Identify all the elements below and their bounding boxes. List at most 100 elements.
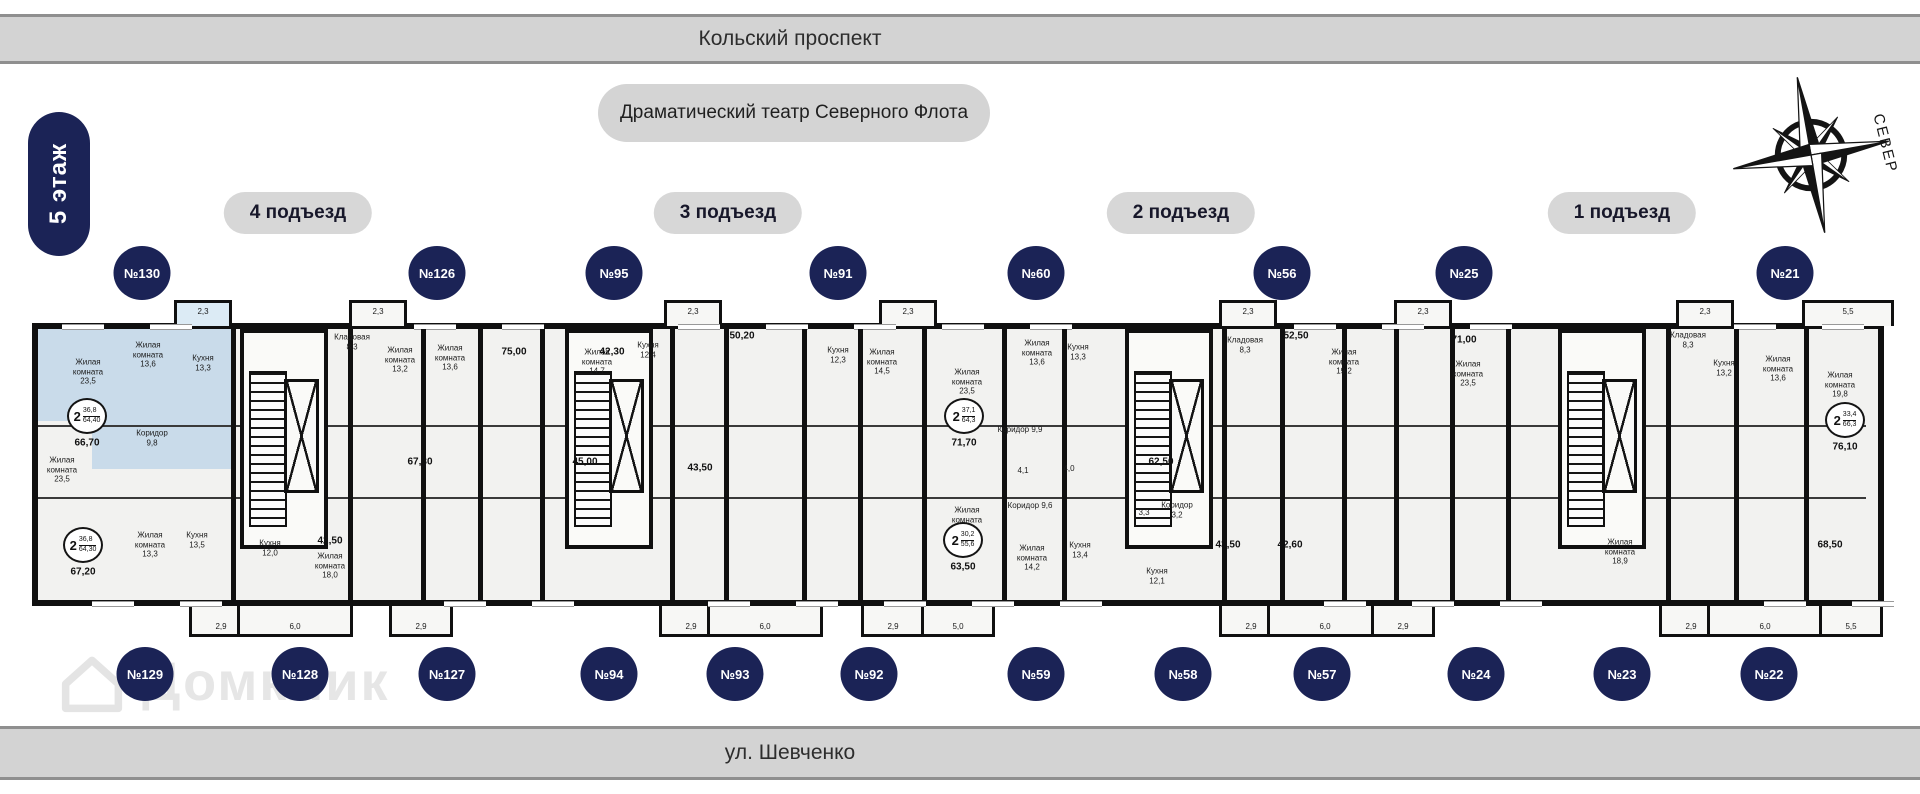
interior-wall <box>421 329 426 600</box>
interior-wall <box>670 329 675 600</box>
balcony-bottom: 6,0 <box>707 606 823 637</box>
elevator-shaft <box>284 379 319 493</box>
room-label: Жилая комната 13,2 <box>384 345 416 374</box>
apartment-badge-bottom[interactable]: №94 <box>580 647 638 701</box>
interior-wall <box>1506 329 1511 600</box>
interior-wall <box>1734 329 1739 600</box>
unit-rooms-count: 2 <box>1833 412 1841 428</box>
dimension-label: 5,0 <box>952 622 964 631</box>
corridor-wall-lower <box>38 497 1866 499</box>
street-name-top: Кольский проспект <box>698 27 882 50</box>
window-bottom <box>796 601 838 607</box>
apartment-total-area: 42,50 <box>317 535 343 547</box>
stair-core-1 <box>1558 329 1646 549</box>
interior-wall <box>1280 329 1285 600</box>
dimension-label: 2,9 <box>887 622 899 631</box>
apartment-badge-top[interactable]: №95 <box>585 246 643 300</box>
window-top <box>1470 324 1512 330</box>
dimension-label: 5,5 <box>1842 307 1854 316</box>
street-bar-bottom: ул. Шевченко <box>0 726 1920 780</box>
room-label: Жилая комната 23,5 <box>46 455 78 484</box>
window-bottom <box>444 601 486 607</box>
apartment-badge-top[interactable]: №25 <box>1435 246 1493 300</box>
dimension-label: 2,9 <box>1685 622 1697 631</box>
apartment-badge-bottom[interactable]: №57 <box>1293 647 1351 701</box>
dimension-label: 6,0 <box>1319 622 1331 631</box>
window-top <box>1294 324 1336 330</box>
apartment-badge-top[interactable]: №21 <box>1756 246 1814 300</box>
room-label: Кухня 13,3 <box>192 353 214 372</box>
unit-total-area: 71,70 <box>951 437 977 449</box>
balcony-bottom: 6,0 <box>1267 606 1383 637</box>
apartment-badge-bottom[interactable]: №58 <box>1154 647 1212 701</box>
window-bottom <box>1412 601 1454 607</box>
room-label: Жилая комната 13,3 <box>134 530 166 559</box>
room-label: Жилая комната 14,2 <box>1016 543 1048 572</box>
room-label: 4,1 <box>1017 466 1029 476</box>
interior-wall <box>724 329 729 600</box>
window-bottom <box>1852 601 1894 607</box>
dimension-label: 2,9 <box>685 622 697 631</box>
stair-core-2 <box>1125 329 1213 549</box>
room-label: Кухня 13,3 <box>1067 342 1089 361</box>
apartment-badge-bottom[interactable]: №93 <box>706 647 764 701</box>
room-label: Жилая комната 13,6 <box>1021 338 1053 367</box>
balcony-top: 2,3 <box>174 300 232 326</box>
balcony-top: 2,3 <box>1394 300 1452 326</box>
room-label: Жилая комната 13,6 <box>434 343 466 372</box>
apartment-badge-bottom[interactable]: №23 <box>1593 647 1651 701</box>
apartment-badge-bottom[interactable]: №59 <box>1007 647 1065 701</box>
domclick-house-icon <box>61 656 123 713</box>
balcony-bottom: 2,9 <box>861 606 925 637</box>
window-top <box>62 324 104 330</box>
dimension-label: 2,9 <box>1245 622 1257 631</box>
apartment-badge-top[interactable]: №126 <box>408 246 466 300</box>
highlight-apartment-corridor <box>92 421 232 469</box>
window-top <box>854 324 896 330</box>
apartment-badge-top[interactable]: №56 <box>1253 246 1311 300</box>
room-label: Коридор 9,8 <box>136 428 168 447</box>
apartment-badge-bottom[interactable]: №127 <box>418 647 476 701</box>
balcony-top: 2,3 <box>664 300 722 326</box>
apartment-badge-top[interactable]: №91 <box>809 246 867 300</box>
unit-rooms-count: 2 <box>69 537 77 553</box>
apartment-badge-top[interactable]: №60 <box>1007 246 1065 300</box>
entrance-pill-4: 4 подъезд <box>223 192 373 234</box>
balcony-top: 2,3 <box>349 300 407 326</box>
room-label: Кухня 13,5 <box>186 530 208 549</box>
room-label: Кухня 13,2 <box>1713 358 1735 377</box>
apartment-total-area: 45,00 <box>572 456 598 468</box>
window-top <box>414 324 456 330</box>
apartment-badge-top[interactable]: №130 <box>113 246 171 300</box>
watermark: Домклик <box>56 650 390 714</box>
window-bottom <box>708 601 750 607</box>
apartment-badge-bottom[interactable]: №128 <box>271 647 329 701</box>
dimension-label: 2,3 <box>372 307 384 316</box>
apartment-badge-bottom[interactable]: №92 <box>840 647 898 701</box>
dimension-label: 6,0 <box>759 622 771 631</box>
window-top <box>150 324 192 330</box>
dimension-label: 6,0 <box>289 622 301 631</box>
dimension-label: 2,3 <box>687 307 699 316</box>
window-bottom <box>92 601 134 607</box>
room-label: Кухня 12,1 <box>1146 566 1168 585</box>
room-label: Жилая комната 14,7 <box>581 347 613 376</box>
elevator-shaft <box>1602 379 1637 493</box>
apartment-badge-bottom[interactable]: №22 <box>1740 647 1798 701</box>
apartment-total-area: 67,30 <box>407 456 433 468</box>
elevator-shaft <box>609 379 644 493</box>
watermark-text: Домклик <box>142 652 390 712</box>
room-label: Жилая комната 13,6 <box>132 340 164 369</box>
apartment-badge-bottom[interactable]: №24 <box>1447 647 1505 701</box>
window-top <box>1822 324 1864 330</box>
unit-total-area: 63,50 <box>950 561 976 573</box>
room-label: Кухня 12,3 <box>827 345 849 364</box>
apartment-badge-bottom[interactable]: №129 <box>116 647 174 701</box>
window-bottom <box>884 601 926 607</box>
staircase <box>574 371 612 527</box>
